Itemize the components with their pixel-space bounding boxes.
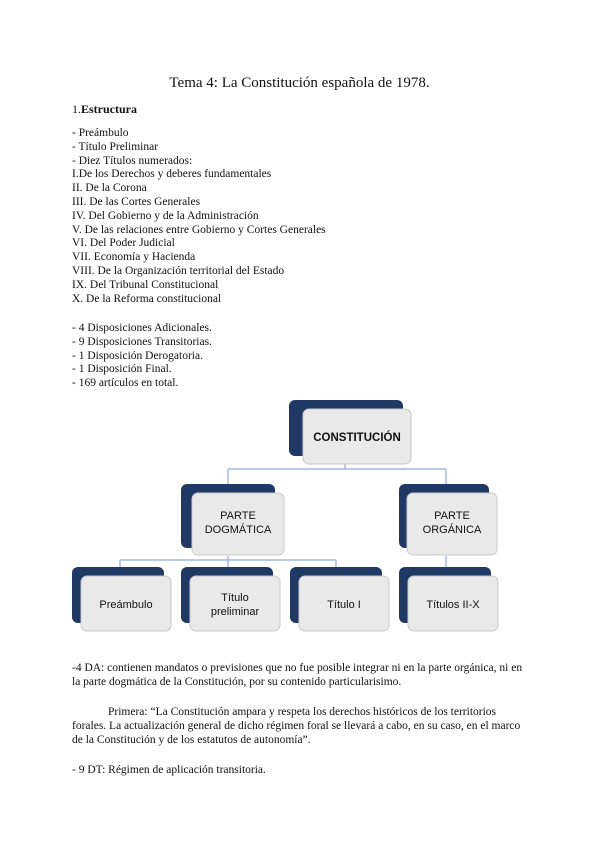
diagram-node-parte-organica: PARTE ORGÁNICA xyxy=(399,484,498,556)
diagram-connectors xyxy=(119,456,447,568)
list-item: VI. Del Poder Judicial xyxy=(72,237,175,250)
list-item: IV. Del Gobierno y de la Administración xyxy=(72,209,259,222)
svg-text:Título I: Título I xyxy=(327,599,361,611)
list-item: VII. Economía y Hacienda xyxy=(72,251,196,264)
svg-text:DOGMÁTICA: DOGMÁTICA xyxy=(205,523,272,536)
list-item: IX. Del Tribunal Constitucional xyxy=(72,278,219,291)
svg-text:PARTE: PARTE xyxy=(434,510,470,522)
svg-text:Títulos II-X: Títulos II-X xyxy=(426,599,480,611)
svg-text:Título: Título xyxy=(221,592,249,604)
list-item: - Preámbulo xyxy=(72,127,129,139)
diagram-node-parte-dogmatica: PARTE DOGMÁTICA xyxy=(181,484,285,556)
svg-text:Preámbulo: Preámbulo xyxy=(99,599,152,611)
section-number: 1. xyxy=(72,102,81,116)
page-title: Tema 4: La Constitución española de 1978… xyxy=(169,75,430,91)
list-item: VIII. De la Organización territorial del… xyxy=(72,264,285,277)
section-title: Estructura xyxy=(81,102,137,116)
structure-list: - Preámbulo - Título Preliminar - Diez T… xyxy=(72,127,326,306)
list-item: - Diez Títulos numerados: xyxy=(72,154,193,167)
paragraph-disposiciones-transitorias: - 9 DT: Régimen de aplicación transitori… xyxy=(72,764,266,776)
diagram-node-titulos-ii-x: Títulos II-X xyxy=(399,567,499,632)
list-item: - 9 Disposiciones Transitorias. xyxy=(72,335,212,348)
svg-text:PARTE: PARTE xyxy=(220,510,256,522)
dispositions-list: - 4 Disposiciones Adicionales. - 9 Dispo… xyxy=(72,322,212,391)
list-item: X. De la Reforma constitucional xyxy=(72,292,222,305)
diagram-node-titulo-preliminar: Título preliminar xyxy=(181,567,281,632)
diagram-node-root: CONSTITUCIÓN xyxy=(289,400,412,465)
list-item: III. De las Cortes Generales xyxy=(72,195,201,208)
diagram-root-label: CONSTITUCIÓN xyxy=(313,431,401,444)
list-item: - 4 Disposiciones Adicionales. xyxy=(72,322,212,334)
paragraph-disposiciones-adicionales: -4 DA: contienen mandatos o previsiones … xyxy=(72,662,523,688)
paragraph-disposicion-primera: Primera: “La Constitución ampara y respe… xyxy=(72,706,521,746)
list-item: I.De los Derechos y deberes fundamentale… xyxy=(72,168,272,181)
list-item: V. De las relaciones entre Gobierno y Co… xyxy=(72,223,326,236)
list-item: II. De la Corona xyxy=(72,182,147,195)
diagram-node-titulo-i: Título I xyxy=(290,567,390,632)
list-item: - 1 Disposición Final. xyxy=(72,363,172,376)
svg-text:ORGÁNICA: ORGÁNICA xyxy=(423,523,482,536)
list-item: - 1 Disposición Derogatoria. xyxy=(72,349,203,362)
svg-text:preliminar: preliminar xyxy=(211,606,260,618)
list-item: - 169 artículos en total. xyxy=(72,377,179,390)
section-heading: 1.Estructura xyxy=(72,102,137,117)
list-item: - Título Preliminar xyxy=(72,140,159,153)
diagram-node-preambulo: Preámbulo xyxy=(72,567,172,632)
